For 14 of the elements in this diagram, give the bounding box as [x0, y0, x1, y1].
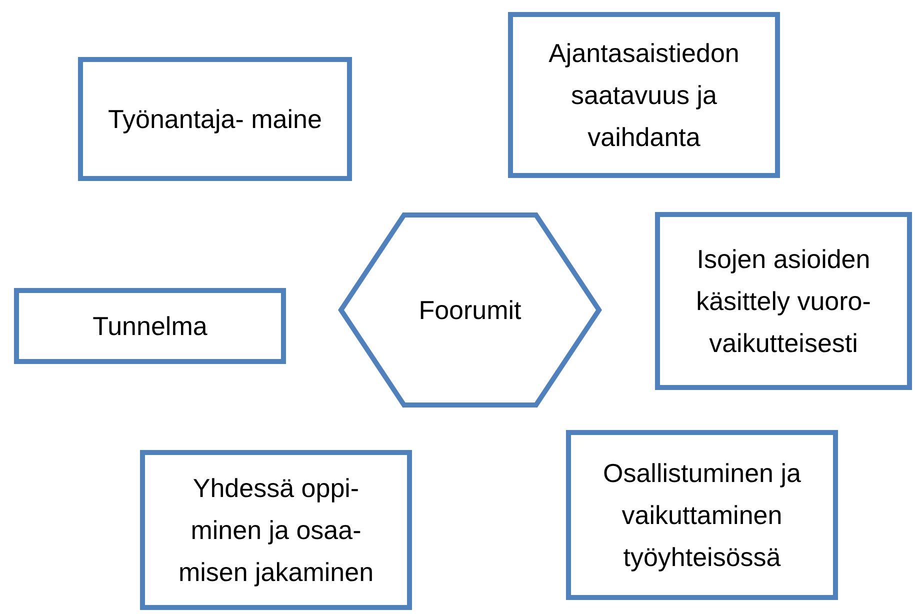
concept-box — [140, 450, 412, 610]
concept-box — [14, 288, 286, 364]
concept-box — [655, 212, 912, 390]
box-label: Osallistuminen ja vaikuttaminen työyhteisössä — [602, 457, 802, 574]
box-label: Työnantaja- maine — [108, 103, 322, 136]
box-label: Isojen asioiden käsittely vuoro- vaikutteisesti — [695, 243, 872, 360]
box-label: Tunnelma — [92, 310, 208, 343]
concept-box — [78, 57, 352, 181]
box-label: Yhdessä oppi- minen ja osaa- misen jakaminen — [177, 472, 375, 589]
hexagon-shape — [338, 212, 602, 408]
box-label: Foorumit — [418, 294, 522, 327]
concept-box — [566, 430, 838, 600]
concept-box — [508, 12, 780, 178]
box-label: Ajantasaistiedon saatavuus ja vaihdanta — [548, 37, 740, 154]
